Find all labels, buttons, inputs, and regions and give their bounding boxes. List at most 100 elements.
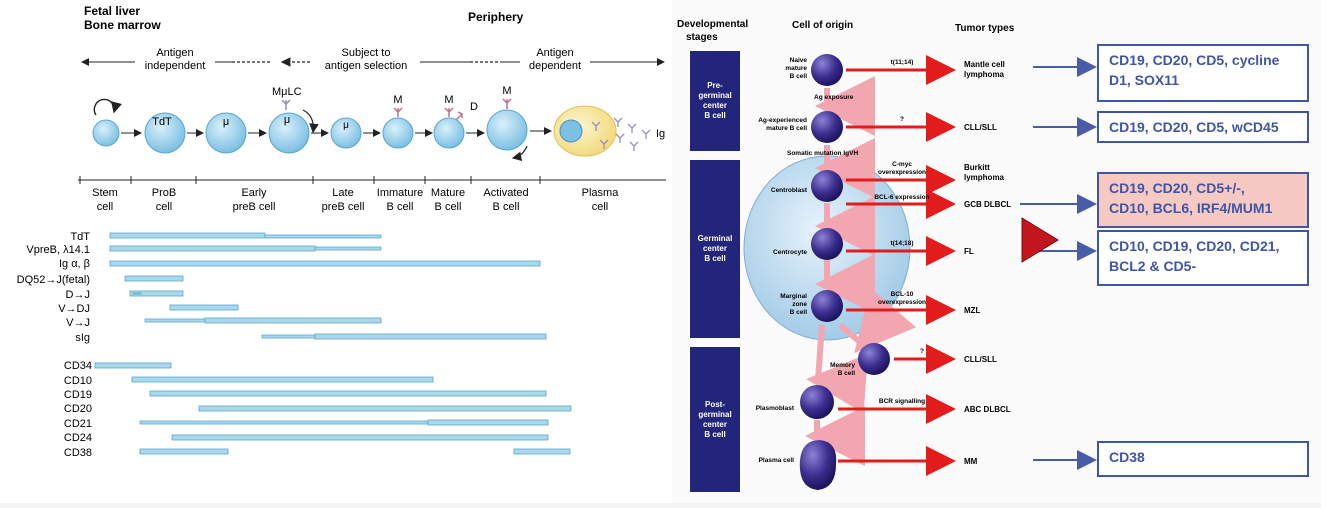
arrow-label: t(11;14) — [891, 59, 914, 66]
expression-label: V→J — [66, 317, 90, 329]
arrow-label: BCL-6 expression — [874, 194, 929, 201]
cd-label: CD24 — [64, 432, 92, 444]
tumor-arrows — [838, 55, 956, 476]
cell-label: B cell — [790, 73, 808, 80]
arrow-label: ? — [900, 116, 904, 123]
phase-label-line1: Antigen — [156, 47, 193, 59]
phase-label-line1: Subject to — [342, 47, 391, 59]
expression-label: VpreB, λ14.1 — [26, 244, 90, 256]
somatic-mutation-label: Somatic mutation IgVH — [787, 150, 858, 157]
prob-cell — [144, 112, 186, 154]
tumor-label: ABC DLBCL — [964, 405, 1011, 414]
header-fetal-liver: Fetal liver — [84, 4, 140, 18]
stage-label: B cell — [493, 201, 520, 213]
stage-label: Immature — [377, 187, 423, 199]
cd-label: CD20 — [64, 403, 92, 415]
tumor-label: FL — [964, 247, 974, 256]
stage-label: Early — [241, 187, 267, 199]
cell-labels: Naive mature B cell Ag-experienced matur… — [756, 57, 856, 464]
tumor-label: Mantle cell — [964, 60, 1005, 69]
centrocyte — [811, 228, 843, 260]
phase-label-line2: dependent — [529, 60, 581, 72]
tumor-label: Burkitt — [964, 163, 990, 172]
cell-label: Plasma cell — [759, 457, 795, 464]
stage-label: cell — [156, 201, 173, 213]
tdt-cell-label: TdT — [152, 116, 172, 128]
tumor-labels: Mantle cell lymphoma CLL/SLL Burkitt lym… — [964, 60, 1011, 466]
mu-label: μ — [284, 114, 290, 126]
cd-label: CD34 — [64, 360, 92, 372]
cd-bars — [94, 362, 572, 455]
tumor-label: CLL/SLL — [964, 123, 997, 132]
late-preb-cell — [330, 117, 362, 149]
phase-label-line2: antigen selection — [325, 60, 408, 72]
progression-arrows — [805, 76, 917, 466]
tumor-label: lymphoma — [964, 173, 1005, 182]
cd-label: CD10 — [64, 375, 92, 387]
cell-label: zone — [792, 301, 807, 308]
tumor-label: GCB DLBCL — [964, 200, 1011, 209]
b-cell-development-diagram: Fetal liver Bone marrow Periphery Antige… — [17, 4, 666, 459]
stage-label: preB cell — [322, 201, 365, 213]
stage-label: Activated — [483, 187, 528, 199]
cd-labels: CD34 CD10 CD19 CD20 CD21 CD24 CD38 — [64, 360, 92, 459]
expression-label: sIg — [75, 332, 90, 344]
tumor-label: CLL/SLL — [964, 355, 997, 364]
tumor-label: MM — [964, 457, 978, 466]
header-tumor-types: Tumor types — [955, 23, 1015, 34]
stage-label: Mature — [431, 187, 465, 199]
arrow-label: overexpression — [878, 169, 926, 176]
phase-label-line1: Antigen — [536, 47, 573, 59]
cell-label: Centroblast — [771, 187, 808, 194]
cd-label: CD21 — [64, 418, 92, 430]
memory-b-cell — [858, 343, 890, 375]
stage-label: preB cell — [233, 201, 276, 213]
cell-label: mature B cell — [766, 125, 807, 132]
phase-label-line2: independent — [145, 60, 206, 72]
expression-label: Ig α, β — [59, 258, 90, 270]
marker-box-fl: CD10, CD19, CD20, CD21,BCL2 & CD5- — [1097, 230, 1309, 286]
arrow-label: BCL-10 — [891, 291, 914, 298]
stage-label: B cell — [387, 201, 414, 213]
header-dev-stages: Developmental — [677, 19, 748, 30]
self-renewal-arrow — [93, 98, 122, 116]
header-bone-marrow: Bone marrow — [84, 18, 161, 32]
cd-label: CD38 — [64, 447, 92, 459]
tumor-label: MZL — [964, 306, 981, 315]
arrow-label: ? — [920, 348, 924, 355]
stage-label: cell — [592, 201, 609, 213]
plasma-cell — [553, 105, 617, 157]
cell-label: Ag-experienced — [758, 117, 807, 124]
cell-label: Memory — [830, 362, 855, 369]
tumor-label: lymphoma — [964, 70, 1005, 79]
cell-label: B cell — [838, 370, 856, 377]
cell-label: Centrocyte — [773, 249, 807, 256]
ag-exposure-label: Ag exposure — [814, 94, 854, 101]
marginal-zone-b-cell — [811, 290, 843, 322]
cell-label: Marginal — [780, 293, 807, 300]
mu-label: μ — [343, 120, 349, 131]
marker-box-gcb-dlbcl: CD19, CD20, CD5+/-,CD10, BCL6, IRF4/MUM1 — [1097, 172, 1309, 228]
cd-label: CD19 — [64, 389, 92, 401]
naive-b-cell — [811, 54, 843, 86]
large-preb-cell — [268, 112, 310, 154]
stage-label: B cell — [435, 201, 462, 213]
activated-b-cell — [486, 109, 528, 151]
stage-label: Stem — [92, 187, 118, 199]
marker-box-mm: CD38 — [1097, 441, 1309, 477]
stem-cell — [92, 119, 120, 147]
immature-b-cell — [382, 117, 414, 149]
arrow-label: C-myc — [892, 161, 912, 168]
stage-label: Plasma — [582, 187, 620, 199]
header-periphery: Periphery — [468, 10, 524, 24]
expression-label: DQ52→J(fetal) — [17, 274, 90, 286]
mu-label: μ — [223, 116, 229, 128]
expression-label: TdT — [70, 231, 90, 243]
cell-label: mature — [785, 65, 807, 72]
ag-experienced-b-cell — [811, 111, 843, 143]
